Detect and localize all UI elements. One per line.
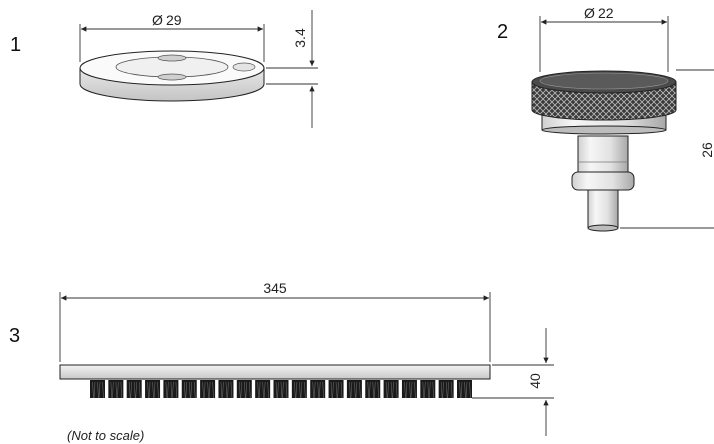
bristle-tuft — [108, 380, 124, 399]
bristle-tuft — [346, 380, 362, 399]
part-1-diameter-dimension: Ø 29 — [79, 12, 265, 62]
part-3-length-dimension: 345 — [59, 280, 491, 362]
not-to-scale-note: (Not to scale) — [67, 428, 144, 443]
bristle-tuft — [457, 380, 472, 399]
part-1-diameter-value: 29 — [166, 12, 182, 28]
part-3-bristles — [90, 380, 472, 399]
bristle-tuft — [181, 380, 197, 399]
part-1-thickness-value: 3.4 — [292, 28, 308, 48]
part-1-diameter-symbol: Ø — [152, 12, 163, 28]
part-2-diameter-symbol: Ø — [584, 5, 595, 21]
part-3-length-value: 345 — [263, 280, 287, 296]
bristle-tuft — [145, 380, 161, 399]
part-1-disc — [79, 50, 265, 102]
bristle-tuft — [365, 380, 381, 399]
part-3-number: 3 — [9, 325, 20, 347]
bristle-tuft — [126, 380, 142, 399]
part-2-knob — [531, 70, 677, 232]
part-1: 1 Ø 29 3.4 — [10, 10, 318, 128]
part-3-height-dimension: 40 — [472, 328, 554, 436]
part-2: 2 Ø 22 26 — [497, 5, 714, 232]
part-1-thickness-dimension: 3.4 — [266, 10, 318, 128]
bristle-tuft — [90, 380, 105, 399]
part-2-diameter-dimension: Ø 22 — [539, 5, 669, 72]
bristle-tuft — [236, 380, 252, 399]
part-2-number: 2 — [497, 21, 508, 43]
part-3-height-value: 40 — [527, 373, 543, 389]
part-2-diameter-value: 22 — [598, 5, 614, 21]
bristle-tuft — [401, 380, 417, 399]
bristle-tuft — [438, 380, 454, 399]
bristle-tuft — [273, 380, 289, 399]
bristle-tuft — [328, 380, 344, 399]
bristle-tuft — [420, 380, 436, 399]
part-3: 3 345 40 — [9, 280, 554, 436]
part-2-height-dimension: 26 — [620, 69, 714, 229]
bristle-tuft — [383, 380, 399, 399]
bristle-tuft — [200, 380, 216, 399]
bristle-tuft — [255, 380, 271, 399]
part-3-brush — [59, 364, 491, 399]
part-2-height-value: 26 — [699, 142, 714, 158]
part-1-number: 1 — [10, 34, 21, 56]
bristle-tuft — [163, 380, 179, 399]
bristle-tuft — [291, 380, 307, 399]
bristle-tuft — [310, 380, 326, 399]
bristle-tuft — [218, 380, 234, 399]
